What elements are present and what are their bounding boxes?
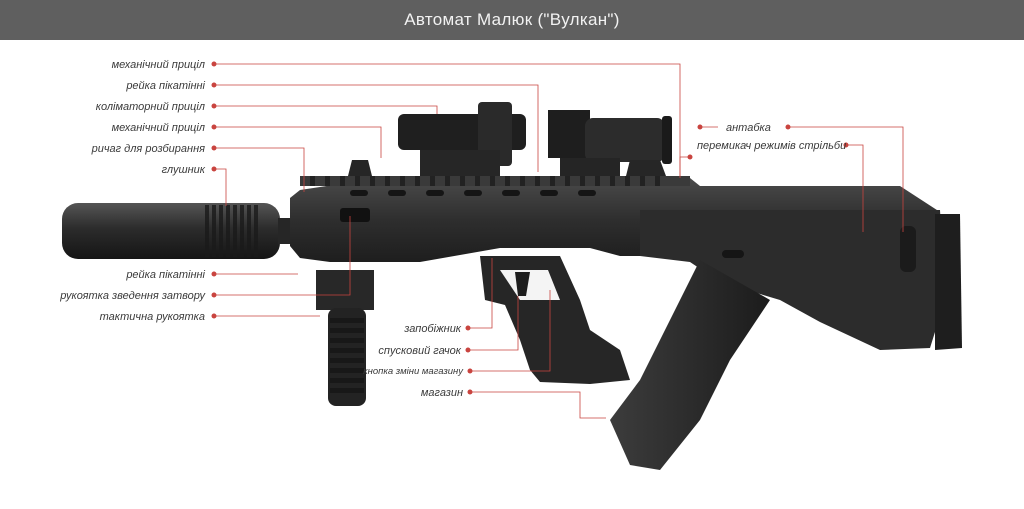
label-collimator-sight: коліматорний приціл <box>96 101 205 113</box>
diagram-title: Автомат Малюк ("Вулкан") <box>404 10 620 29</box>
magnifier-shape <box>585 118 665 162</box>
label-mechanical-sight-rear: механічний приціл <box>112 59 205 71</box>
pistol-grip-shape <box>480 256 630 384</box>
label-magazine: магазин <box>421 387 463 399</box>
label-sling-swivel: антабка <box>726 122 771 134</box>
label-magazine-release: кнопка зміни магазину <box>363 366 464 377</box>
label-charging-handle: рукоятка зведення затвору <box>59 290 206 302</box>
labels-right: антабка перемикач режимів стрільби <box>697 122 846 152</box>
labels-bottom: запобіжник спусковий гачок кнопка зміни … <box>363 323 464 399</box>
labels-left: механічний приціл рейка пікатінні коліма… <box>59 59 206 323</box>
rifle-illustration <box>62 102 962 470</box>
leader-lines <box>214 63 904 419</box>
label-fire-selector: перемикач режимів стрільби <box>697 140 846 152</box>
label-trigger: спусковий гачок <box>378 345 461 357</box>
receiver-shape <box>290 178 940 262</box>
label-picatinny-rail-bottom: рейка пікатінні <box>125 269 205 281</box>
label-tactical-grip: тактична рукоятка <box>100 311 205 323</box>
magazine-shape <box>610 260 770 470</box>
buttstock-shape <box>935 214 962 350</box>
label-safety: запобіжник <box>403 323 462 335</box>
suppressor-shape <box>62 203 280 259</box>
label-picatinny-rail-top: рейка пікатінні <box>125 80 205 92</box>
leader-dots <box>211 61 849 395</box>
label-suppressor: глушник <box>162 164 206 176</box>
label-takedown-lever: ричаг для розбирання <box>91 143 205 155</box>
title-bar: Автомат Малюк ("Вулкан") <box>0 0 1024 40</box>
label-mechanical-sight-front: механічний приціл <box>112 122 205 134</box>
